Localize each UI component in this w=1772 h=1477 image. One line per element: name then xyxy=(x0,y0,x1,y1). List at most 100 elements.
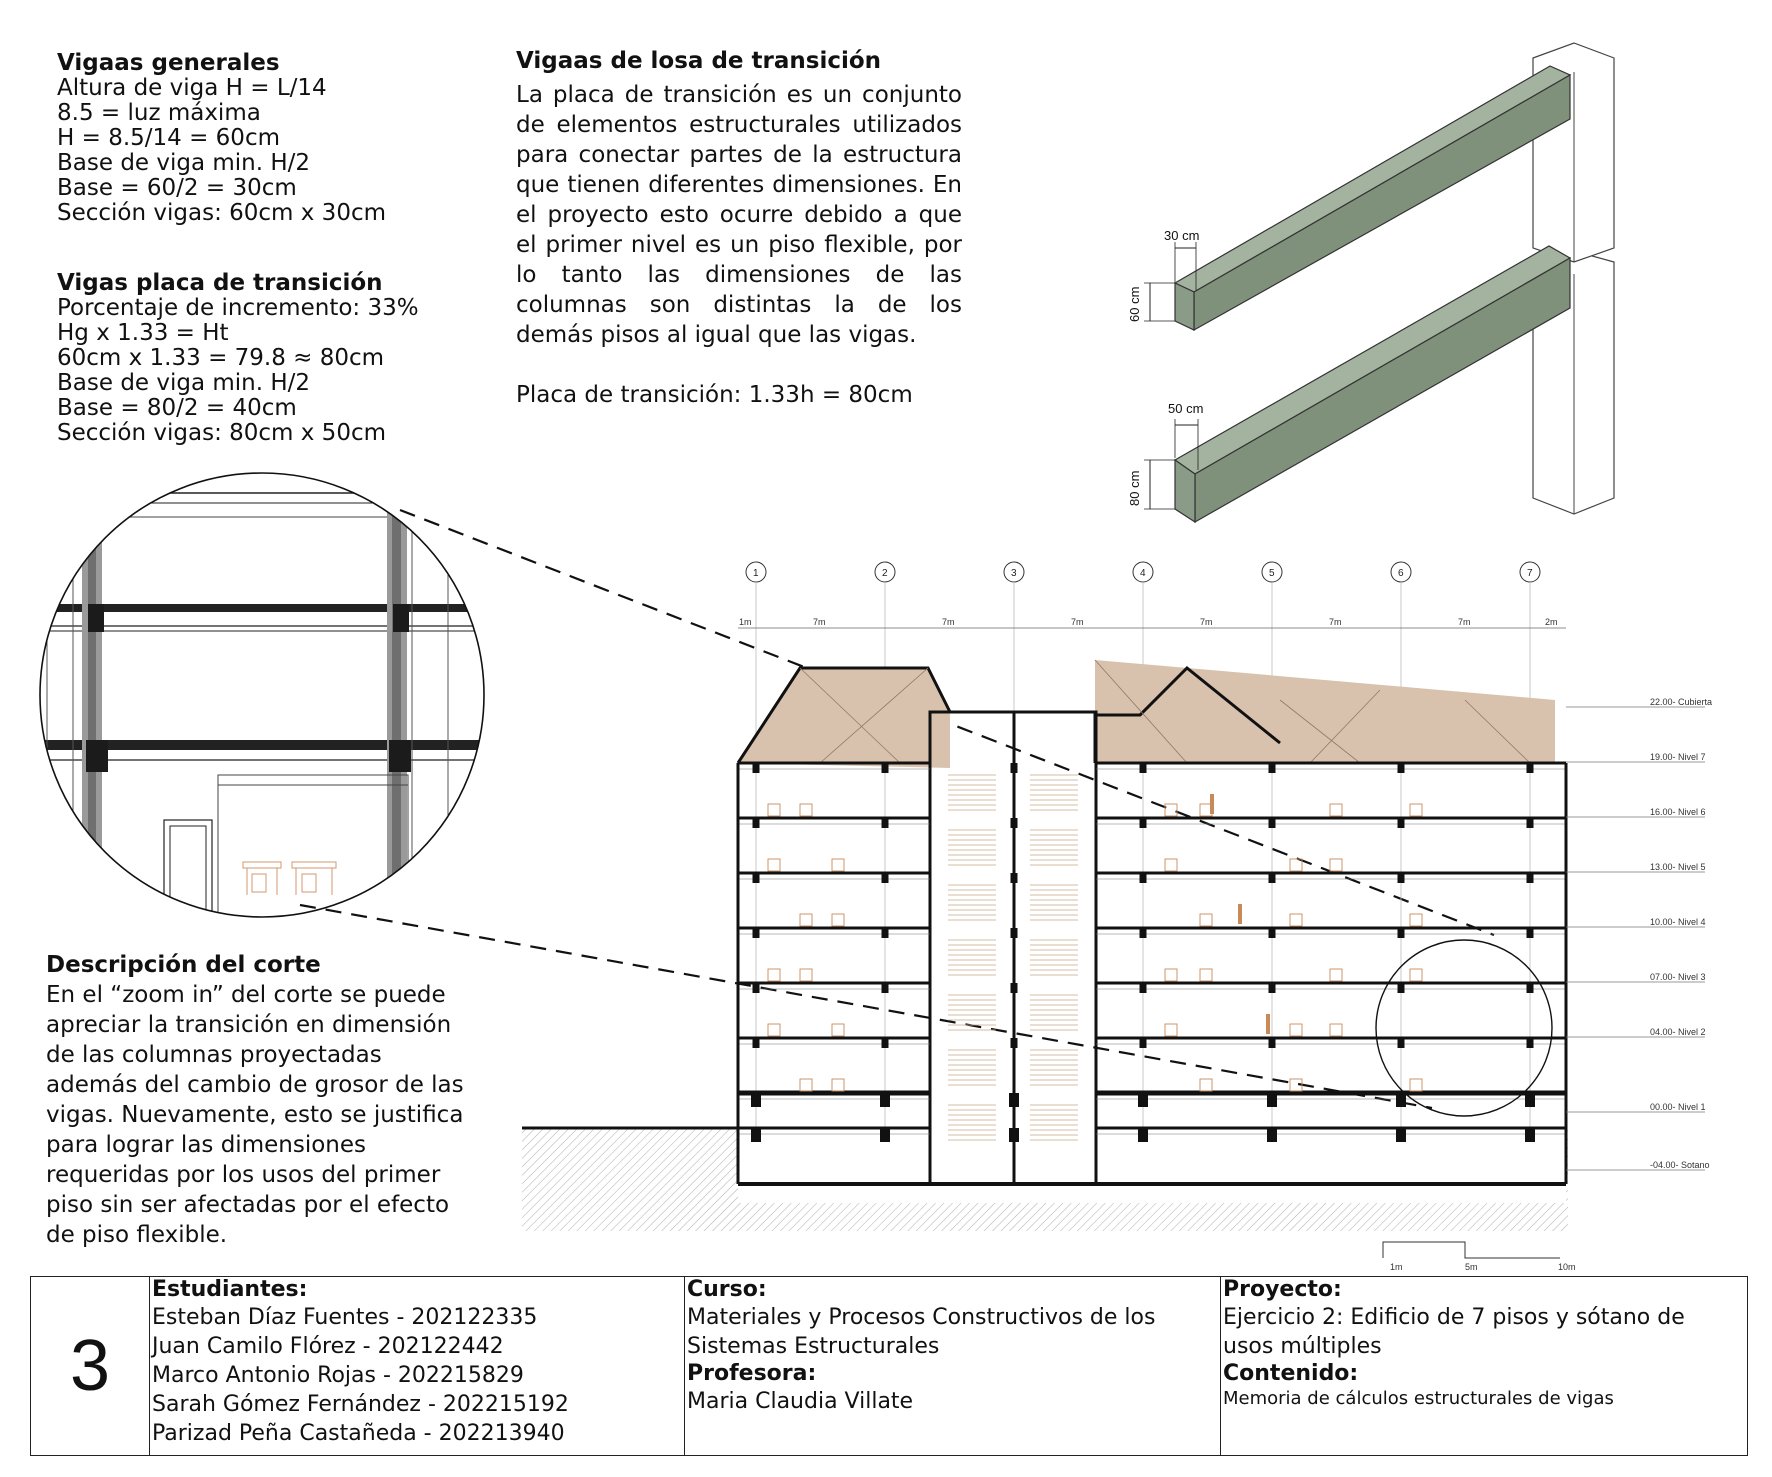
level-label: 22.00- Cubierta xyxy=(1650,697,1712,707)
furniture-item xyxy=(1409,968,1423,982)
transition-slab-formula: Placa de transición: 1.33h = 80cm xyxy=(516,382,913,408)
column-joint xyxy=(1139,818,1147,828)
transition-line: Base = 80/2 = 40cm xyxy=(57,395,297,421)
scale-label-5m: 5m xyxy=(1465,1262,1478,1270)
column-joint xyxy=(1526,873,1534,883)
furniture-item xyxy=(1409,913,1423,927)
person-figure xyxy=(1266,1014,1270,1034)
general-line: 8.5 = luz máxima xyxy=(57,100,261,126)
student-name: Juan Camilo Flórez - 202122442 xyxy=(152,1334,504,1359)
column-joint xyxy=(1139,1038,1147,1048)
furniture-item xyxy=(799,968,813,982)
furniture-item xyxy=(1199,1078,1213,1092)
column-joint xyxy=(1010,983,1018,993)
column-joint xyxy=(1010,763,1018,773)
content-label: Contenido: xyxy=(1223,1361,1359,1386)
column-joint xyxy=(752,763,760,773)
project-name: usos múltiples xyxy=(1223,1334,1382,1359)
student-name: Marco Antonio Rojas - 202215829 xyxy=(152,1363,524,1388)
column-joint xyxy=(881,1038,889,1048)
furniture-item xyxy=(1289,1023,1303,1037)
column-joint xyxy=(1009,1093,1019,1107)
core-left xyxy=(928,710,1016,1186)
lower-beam-height-label: 80 cm xyxy=(1127,471,1142,506)
transition-slab-title: Vigaas de losa de transición xyxy=(516,48,882,74)
column-joint xyxy=(1526,983,1534,993)
students-label: Estudiantes: xyxy=(152,1277,308,1302)
furniture-item xyxy=(1199,968,1213,982)
furniture-item xyxy=(831,858,845,872)
furniture-item xyxy=(831,1023,845,1037)
column-joint xyxy=(1397,818,1405,828)
column-joint xyxy=(1009,1128,1019,1142)
furniture-item xyxy=(1409,1078,1423,1092)
column-joint xyxy=(1526,1038,1534,1048)
column-joint xyxy=(1010,1038,1018,1048)
lower-beam-width-label: 50 cm xyxy=(1168,401,1203,416)
column-joint xyxy=(1397,928,1405,938)
column-joint xyxy=(1397,763,1405,773)
grid-axis-label: 5 xyxy=(1269,568,1275,579)
lower-beam xyxy=(1173,245,1572,524)
column-joint xyxy=(752,928,760,938)
furniture-item xyxy=(1164,1023,1178,1037)
transition-line: Hg x 1.33 = Ht xyxy=(57,320,229,346)
column-joint xyxy=(752,983,760,993)
scale-label-1m: 1m xyxy=(1390,1262,1403,1270)
general-line: Base de viga min. H/2 xyxy=(57,150,311,176)
column-joint xyxy=(1139,763,1147,773)
sheet-number: 3 xyxy=(69,1326,111,1406)
span-label: 7m xyxy=(1329,617,1342,627)
course-cell: Curso: Materiales y Procesos Constructiv… xyxy=(685,1277,1221,1455)
span-label: 7m xyxy=(813,617,826,627)
student-name: Parizad Peña Castañeda - 202213940 xyxy=(152,1421,565,1446)
roof-left xyxy=(738,668,950,768)
level-label: 00.00- Nivel 1 xyxy=(1650,1102,1706,1112)
title-block: 3 Estudiantes: Esteban Díaz Fuentes - 20… xyxy=(30,1276,1748,1456)
level-label: 10.00- Nivel 4 xyxy=(1650,917,1706,927)
grid-axis-label: 6 xyxy=(1398,568,1404,579)
transition-beams-block: Vigas placa de transición Porcentaje de … xyxy=(57,270,497,446)
general-line: H = 8.5/14 = 60cm xyxy=(57,125,280,151)
column-joint xyxy=(1397,873,1405,883)
column-joint xyxy=(752,873,760,883)
transition-line: Porcentaje de incremento: 33% xyxy=(57,295,419,321)
column-joint xyxy=(1268,983,1276,993)
section-zoom-circle xyxy=(1375,939,1553,1117)
project-cell: Proyecto: Ejercicio 2: Edificio de 7 pis… xyxy=(1221,1277,1747,1455)
general-line: Sección vigas: 60cm x 30cm xyxy=(57,200,386,226)
zoom-leader-lines xyxy=(299,508,1495,1110)
general-beams-title: Vigaas generales xyxy=(57,50,280,76)
core-right xyxy=(1012,710,1098,1186)
level-label: 16.00- Nivel 6 xyxy=(1650,807,1706,817)
person-figure xyxy=(1210,794,1214,814)
transition-line: Sección vigas: 80cm x 50cm xyxy=(57,420,386,446)
furniture-item xyxy=(1164,968,1178,982)
project-label: Proyecto: xyxy=(1223,1277,1342,1302)
furniture-item xyxy=(831,1078,845,1092)
upper-beam-end xyxy=(1174,282,1195,331)
furniture-item xyxy=(799,913,813,927)
furniture-item xyxy=(1164,803,1178,817)
grid-axis-label: 1 xyxy=(753,568,759,579)
column-joint xyxy=(1525,1128,1535,1142)
column-joint xyxy=(881,873,889,883)
furniture-item xyxy=(1329,858,1343,872)
column-joint xyxy=(881,818,889,828)
basement-void xyxy=(738,1128,1566,1203)
drawing-canvas: 30 cm 60 cm 50 cm 80 cm xyxy=(39,42,1712,1270)
column-joint xyxy=(1267,1128,1277,1142)
furniture-item xyxy=(1289,858,1303,872)
furniture-item xyxy=(799,803,813,817)
level-label: -04.00- Sotano xyxy=(1650,1160,1710,1170)
column-joint xyxy=(752,1038,760,1048)
furniture-item xyxy=(767,803,781,817)
course-label: Curso: xyxy=(687,1277,767,1302)
column-joint xyxy=(1525,1093,1535,1107)
span-label: 7m xyxy=(942,617,955,627)
general-beams-block: Vigaas generales Altura de viga H = L/14… xyxy=(57,50,497,226)
general-line: Base = 60/2 = 30cm xyxy=(57,175,297,201)
grid-axis-label: 4 xyxy=(1140,568,1146,579)
furniture-item xyxy=(1199,913,1213,927)
